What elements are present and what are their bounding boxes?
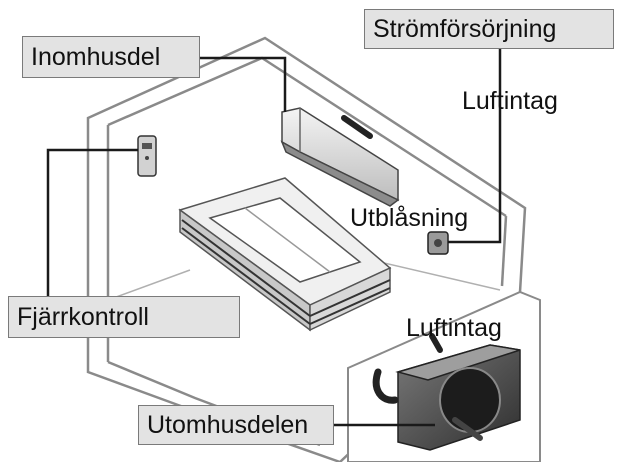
label-power-supply: Strömförsörjning bbox=[364, 9, 614, 49]
leader-indoor-unit bbox=[200, 56, 287, 112]
indoor-unit-illustration bbox=[280, 107, 400, 207]
label-air-intake-top: Luftintag bbox=[462, 87, 558, 115]
label-air-intake-bottom: Luftintag bbox=[406, 314, 502, 342]
label-outdoor-unit: Utomhusdelen bbox=[138, 405, 334, 445]
leader-remote-control bbox=[46, 148, 138, 300]
floor-lines bbox=[107, 261, 501, 301]
label-indoor-unit: Inomhusdel bbox=[22, 36, 200, 78]
leader-lines bbox=[46, 44, 502, 427]
wall-outlet-illustration bbox=[427, 231, 449, 255]
leader-power-supply bbox=[448, 44, 502, 244]
label-remote-control: Fjärrkontroll bbox=[8, 296, 240, 338]
remote-control-illustration bbox=[137, 135, 157, 177]
sofa-illustration bbox=[178, 177, 392, 332]
label-air-outlet: Utblåsning bbox=[350, 204, 469, 232]
